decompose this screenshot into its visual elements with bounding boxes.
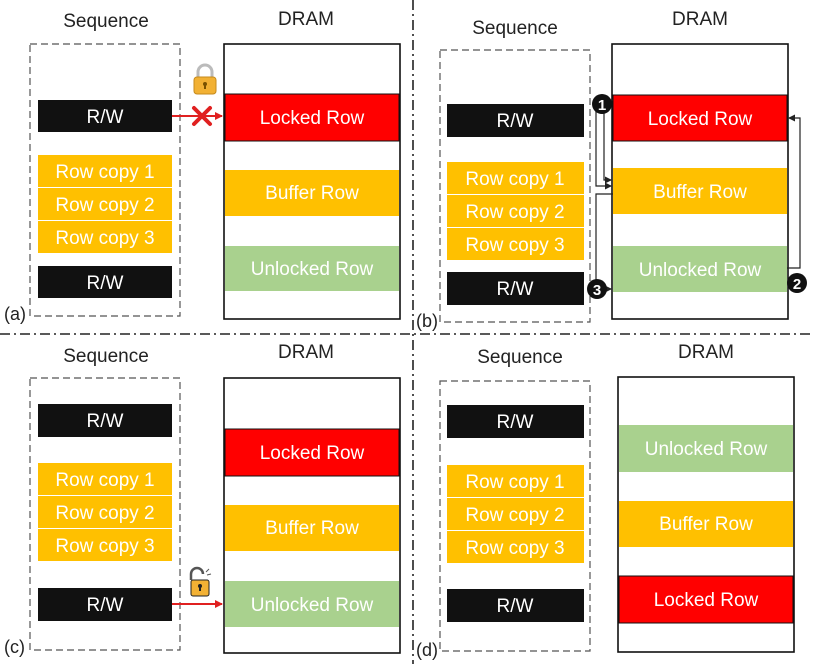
row-copy-2 bbox=[38, 188, 172, 220]
locked-row bbox=[224, 93, 400, 142]
rw-block bbox=[447, 589, 584, 622]
row-copy-1-label: Row copy 1 bbox=[465, 169, 564, 190]
blocked-x-icon bbox=[192, 106, 212, 126]
buffer-row-label: Buffer Row bbox=[265, 518, 359, 539]
buffer-row-label: Buffer Row bbox=[653, 182, 747, 203]
sequence-title: Sequence bbox=[63, 346, 149, 367]
unlocked-row-label: Unlocked Row bbox=[639, 260, 762, 281]
panel-c: Sequence DRAM (c) R/W Row copy 1 Row cop… bbox=[4, 342, 401, 657]
rw-block bbox=[447, 405, 584, 438]
unlocked-row-label: Unlocked Row bbox=[251, 595, 374, 616]
locked-row-label: Locked Row bbox=[648, 109, 753, 130]
dram-title: DRAM bbox=[678, 342, 734, 363]
sequence-title: Sequence bbox=[63, 11, 149, 32]
locked-row bbox=[224, 428, 400, 477]
rw-label: R/W bbox=[87, 595, 124, 616]
sequence-box bbox=[439, 380, 591, 652]
step-1-label: 1 bbox=[598, 97, 606, 114]
locked-row-label: Locked Row bbox=[260, 108, 365, 129]
row-copy-1 bbox=[447, 162, 584, 194]
rw-block bbox=[38, 588, 172, 621]
row-copy-3 bbox=[38, 529, 172, 561]
row-copy-2 bbox=[447, 195, 584, 227]
row-copy-1-label: Row copy 1 bbox=[55, 470, 154, 491]
sequence-box bbox=[439, 49, 591, 323]
row-copy-1 bbox=[447, 465, 584, 497]
panel-a: Sequence DRAM (a) R/W Row copy 1 Row cop… bbox=[4, 9, 401, 324]
rw-label: R/W bbox=[87, 107, 124, 128]
step-1-marker: 1 bbox=[592, 94, 612, 114]
rw-block bbox=[447, 272, 584, 305]
copy-locked-to-buffer-arrow bbox=[603, 104, 612, 184]
dram-title: DRAM bbox=[672, 9, 728, 30]
row-copy-2-label: Row copy 2 bbox=[55, 195, 154, 216]
locked-row-label: Locked Row bbox=[654, 590, 759, 611]
unlocked-row bbox=[225, 581, 399, 627]
buffer-row-label: Buffer Row bbox=[265, 183, 359, 204]
panel-d: Sequence DRAM (d) R/W Row copy 1 Row cop… bbox=[416, 342, 795, 660]
dram-title: DRAM bbox=[278, 342, 334, 363]
unlocked-row bbox=[619, 425, 793, 472]
rw-block bbox=[38, 266, 172, 298]
rw-block bbox=[38, 404, 172, 437]
panel-label: (a) bbox=[4, 304, 26, 324]
rw-label: R/W bbox=[497, 279, 534, 300]
row-copy-3-label: Row copy 3 bbox=[465, 538, 564, 559]
row-copy-2 bbox=[38, 496, 172, 528]
buffer-row bbox=[613, 168, 787, 214]
rw-label: R/W bbox=[497, 596, 534, 617]
step-2-marker: 2 bbox=[787, 273, 807, 293]
locked-padlock-icon bbox=[193, 63, 217, 95]
sequence-title: Sequence bbox=[472, 18, 558, 39]
locked-row bbox=[618, 575, 794, 624]
panel-label: (b) bbox=[416, 311, 438, 331]
row-copy-3 bbox=[447, 531, 584, 563]
step-2-label: 2 bbox=[793, 276, 801, 293]
row-copy-2-label: Row copy 2 bbox=[465, 202, 564, 223]
panel-b: Sequence DRAM (b) R/W Row copy 1 Row cop… bbox=[416, 9, 807, 331]
sequence-box bbox=[29, 377, 181, 651]
buffer-row bbox=[225, 505, 399, 551]
locked-row bbox=[612, 94, 788, 142]
row-copy-1-label: Row copy 1 bbox=[465, 472, 564, 493]
rw-block bbox=[447, 104, 584, 137]
row-copy-1 bbox=[38, 463, 172, 495]
copy-buffer-to-unlocked-arrow bbox=[595, 193, 613, 293]
panel-label: (c) bbox=[4, 637, 25, 657]
buffer-row-label: Buffer Row bbox=[659, 514, 753, 535]
row-copy-3-label: Row copy 3 bbox=[55, 536, 154, 557]
row-copy-3 bbox=[447, 228, 584, 260]
row-copy-3-label: Row copy 3 bbox=[55, 228, 154, 249]
row-copy-3-label: Row copy 3 bbox=[465, 235, 564, 256]
sequence-box bbox=[29, 43, 181, 317]
rw-label: R/W bbox=[87, 411, 124, 432]
rw-label: R/W bbox=[497, 412, 534, 433]
row-copy-3 bbox=[38, 221, 172, 253]
unlocked-row-label: Unlocked Row bbox=[645, 439, 768, 460]
buffer-row bbox=[225, 170, 399, 216]
row-copy-1 bbox=[38, 155, 172, 187]
unlocked-padlock-icon bbox=[189, 566, 212, 597]
unlocked-row-label: Unlocked Row bbox=[251, 259, 374, 280]
rw-label: R/W bbox=[87, 273, 124, 294]
buffer-row bbox=[619, 501, 793, 547]
row-copy-1-label: Row copy 1 bbox=[55, 162, 154, 183]
row-copy-2 bbox=[447, 498, 584, 530]
rw-label: R/W bbox=[497, 111, 534, 132]
step-3-marker: 3 bbox=[587, 279, 607, 299]
unlocked-row bbox=[225, 246, 399, 291]
dram-title: DRAM bbox=[278, 9, 334, 30]
copy-unlocked-to-locked-arrow bbox=[787, 114, 801, 269]
row-copy-2-label: Row copy 2 bbox=[55, 503, 154, 524]
step-3-label: 3 bbox=[593, 282, 601, 299]
row-copy-2-label: Row copy 2 bbox=[465, 505, 564, 526]
panel-label: (d) bbox=[416, 640, 438, 660]
unlocked-row bbox=[613, 246, 787, 292]
locked-row-label: Locked Row bbox=[260, 443, 365, 464]
rw-block bbox=[38, 100, 172, 132]
sequence-title: Sequence bbox=[477, 347, 563, 368]
